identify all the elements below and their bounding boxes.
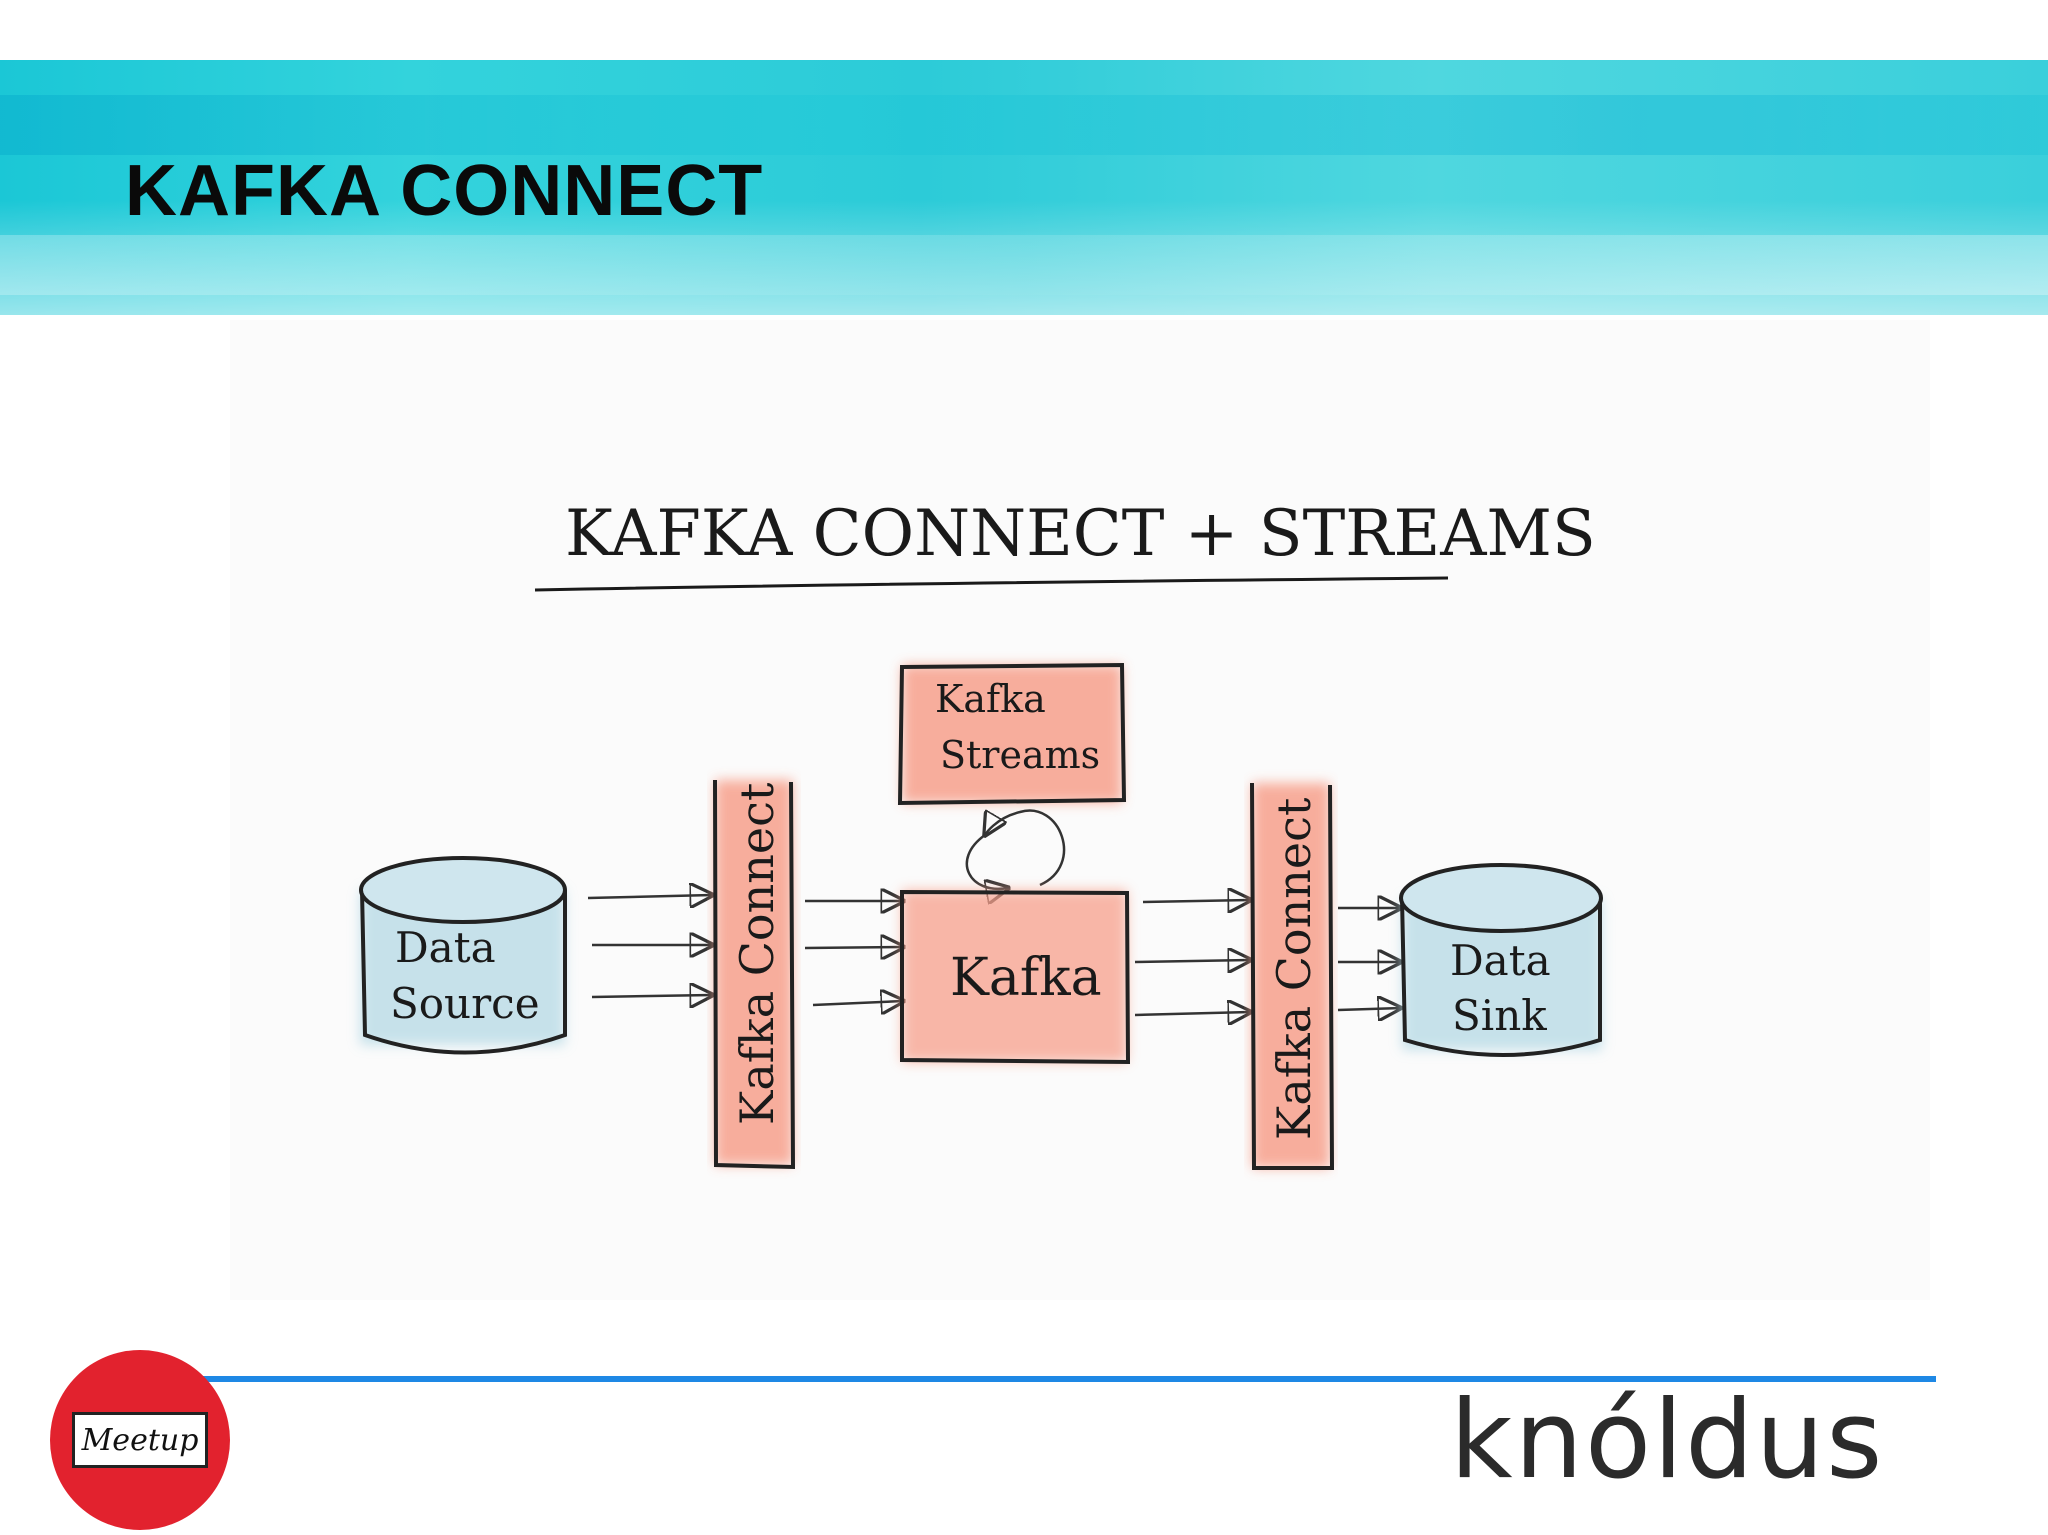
diagram-heading: KAFKA CONNECT + STREAMS	[565, 497, 1596, 571]
data-source-label: Source	[390, 979, 540, 1028]
loop-arrow	[985, 811, 1064, 885]
arrow	[805, 947, 903, 948]
arrow	[592, 995, 712, 997]
meetup-logo: Meetup	[50, 1350, 230, 1530]
arrow	[1143, 900, 1250, 902]
loop-arrow	[967, 835, 1008, 889]
arrow	[1338, 1008, 1400, 1010]
knoldus-logo: knóldus	[1450, 1378, 1884, 1503]
kafka-connect-left-label: Kafka Connect	[730, 782, 784, 1125]
arrow	[588, 895, 712, 898]
arrow	[1135, 960, 1250, 962]
heading-underline	[535, 578, 1448, 590]
arrow	[813, 1001, 903, 1005]
data-sink-label: Data	[1450, 936, 1551, 985]
data-source-label: Data	[395, 923, 496, 972]
arrow	[1135, 1012, 1250, 1015]
kafka-streams-label: Streams	[940, 733, 1100, 777]
kafka-streams-label: Kafka	[935, 677, 1046, 721]
meetup-badge: Meetup	[72, 1412, 208, 1468]
data-sink-label: Sink	[1452, 991, 1547, 1040]
kafka-label: Kafka	[950, 948, 1102, 1008]
kafka-connect-right-label: Kafka Connect	[1267, 797, 1321, 1140]
